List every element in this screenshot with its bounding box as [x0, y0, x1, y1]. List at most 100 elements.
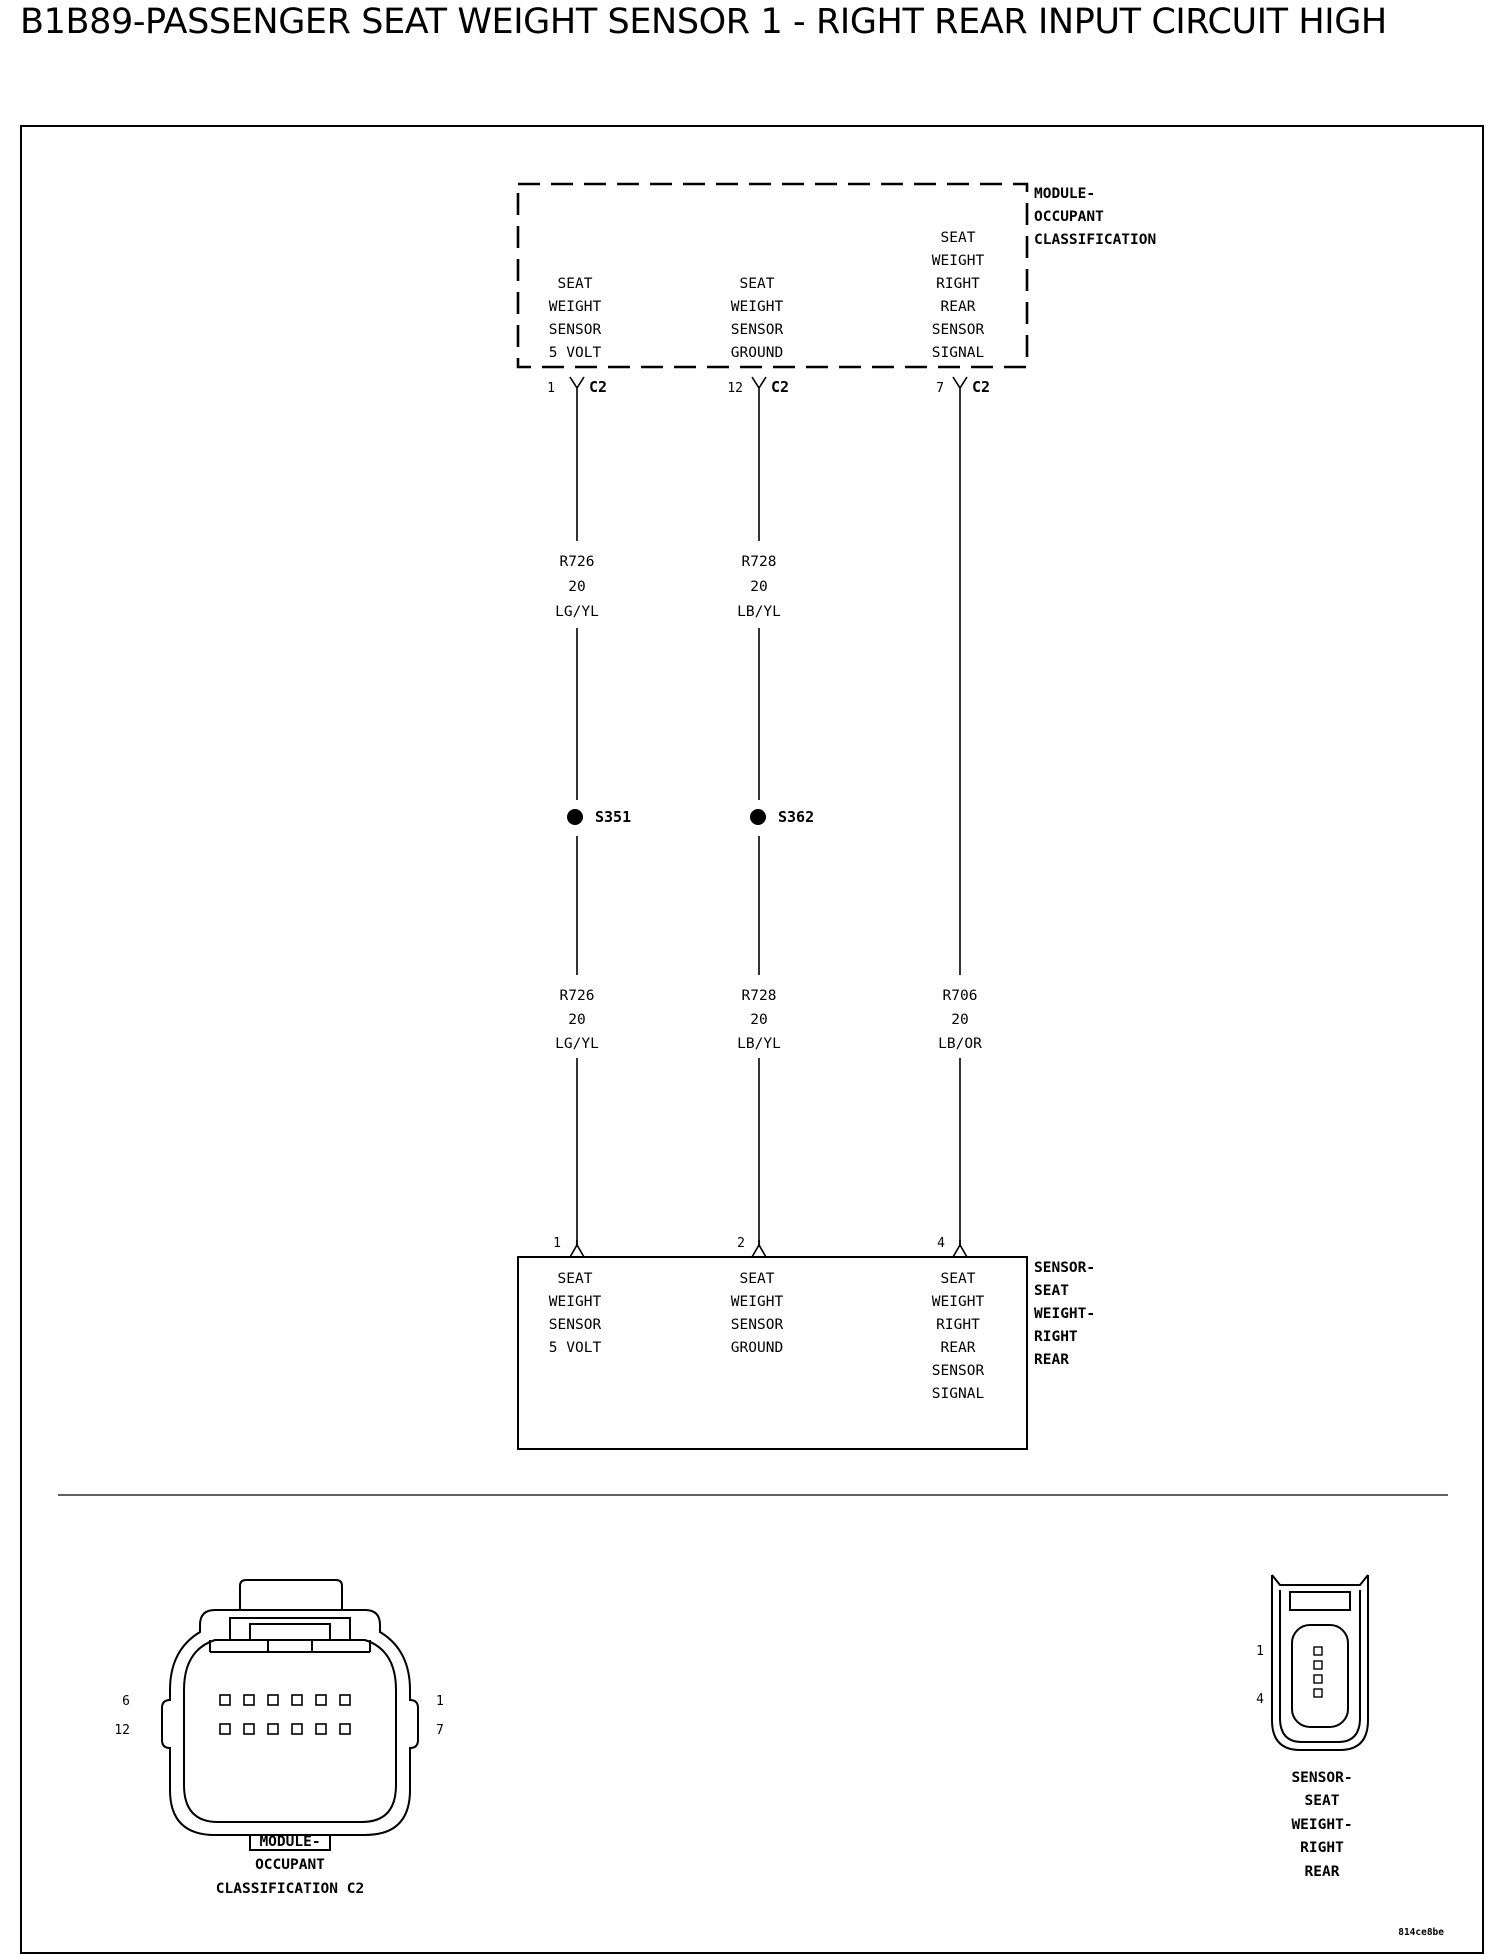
pin-cavity — [1313, 1688, 1323, 1698]
pin-cavity — [219, 1723, 231, 1735]
sensor-caption-line: RIGHT — [1300, 1840, 1344, 1856]
pin-cavity — [315, 1723, 327, 1735]
module-pin-label: 5 VOLT — [549, 345, 602, 361]
wire-label: R728 — [742, 554, 777, 570]
wire-label: R726 — [560, 554, 595, 570]
wire-label: LB/YL — [737, 1036, 781, 1052]
sensor-caption-line: SEAT — [1305, 1793, 1340, 1809]
wire-label: 20 — [951, 1012, 968, 1028]
sensor-caption-line: WEIGHT- — [1291, 1817, 1352, 1833]
module-pin-label: WEIGHT — [549, 299, 602, 315]
pin-cavity — [315, 1694, 327, 1706]
pin-cavity — [267, 1723, 279, 1735]
sensor-connector-view — [1271, 1574, 1369, 1751]
sensor-pin-label: GROUND — [731, 1340, 783, 1356]
sensor-name-line: RIGHT — [1034, 1329, 1078, 1345]
bottom-tab — [249, 1835, 331, 1851]
sensor-pin-label: WEIGHT — [549, 1294, 602, 1310]
module-pin-label: WEIGHT — [731, 299, 784, 315]
lock-detail — [229, 1617, 351, 1641]
sensor-terminal-symbol — [569, 1240, 585, 1258]
c2-pin-label-7: 7 — [436, 1723, 444, 1738]
module-name-line: CLASSIFICATION — [1034, 232, 1156, 248]
pin-cavity — [291, 1694, 303, 1706]
wire-label: LG/YL — [555, 604, 599, 620]
wire-label: R728 — [742, 988, 777, 1004]
sensor-pin-label: SENSOR — [731, 1317, 784, 1333]
pin-cavity — [243, 1694, 255, 1706]
module-name-line: MODULE- — [1034, 186, 1095, 202]
module-connector-id: C2 — [589, 378, 607, 396]
sensor-caption-line: REAR — [1305, 1864, 1340, 1880]
module-terminal-symbol — [952, 376, 968, 396]
sensor-top-edge — [1271, 1574, 1369, 1586]
wire-label: 20 — [568, 1012, 585, 1028]
pin-cavity-row — [219, 1723, 351, 1735]
sensor-face — [1291, 1624, 1349, 1728]
sensor-name-line: REAR — [1034, 1352, 1069, 1368]
module-pin-number: 12 — [727, 381, 743, 396]
latch-tab — [239, 1579, 343, 1610]
module-pin-label: WEIGHT — [932, 253, 985, 269]
pin-cavity — [267, 1694, 279, 1706]
c2-pin-label-12: 12 — [114, 1723, 130, 1738]
sensor-pin-label: SEAT — [941, 1271, 976, 1287]
connector-body-inner — [183, 1639, 397, 1823]
sensor-view-pin-label-4: 4 — [1256, 1692, 1264, 1707]
wire-label: R706 — [943, 988, 978, 1004]
module-name-line: OCCUPANT — [1034, 209, 1104, 225]
module-pin-label: SENSOR — [932, 322, 985, 338]
sensor-body-inner — [1279, 1590, 1361, 1743]
sensor-pin-label: 5 VOLT — [549, 1340, 602, 1356]
sensor-caption-line: SENSOR- — [1291, 1770, 1352, 1786]
wire-label: 20 — [568, 579, 585, 595]
splice-dot — [567, 809, 583, 825]
wire-label: LB/YL — [737, 604, 781, 620]
sensor-pin-label: SIGNAL — [932, 1386, 985, 1402]
pin-cavity-row — [219, 1694, 351, 1706]
figure-id: 814ce8be — [1398, 1927, 1444, 1938]
module-connector-id: C2 — [771, 378, 789, 396]
sensor-pin-label: SENSOR — [932, 1363, 985, 1379]
page-title: B1B89-PASSENGER SEAT WEIGHT SENSOR 1 - R… — [20, 2, 1387, 42]
sensor-pin-label: WEIGHT — [731, 1294, 784, 1310]
module-name-label: MODULE- OCCUPANT CLASSIFICATION — [1034, 186, 1156, 248]
pin-cavity — [243, 1723, 255, 1735]
module-pin-number: 7 — [936, 381, 944, 396]
sensor-name-line: SENSOR- — [1034, 1260, 1095, 1276]
wire-label: R726 — [560, 988, 595, 1004]
sensor-name-line: WEIGHT- — [1034, 1306, 1095, 1322]
c2-caption-line: MODULE- — [259, 1834, 320, 1850]
pin-cavity — [219, 1694, 231, 1706]
module-pin-label: RIGHT — [936, 276, 980, 292]
sensor-pin-label: SEAT — [740, 1271, 775, 1287]
sensor-terminal-symbol — [751, 1240, 767, 1258]
module-terminal-symbol — [751, 376, 767, 396]
module-pin-number: 1 — [547, 381, 555, 396]
c2-pin-label-1: 1 — [436, 1694, 444, 1709]
pin-cavity — [339, 1694, 351, 1706]
wire-label: LG/YL — [555, 1036, 599, 1052]
sensor-latch — [1289, 1591, 1351, 1611]
module-connector-id: C2 — [972, 378, 990, 396]
module-pin-label: SEAT — [941, 230, 976, 246]
c2-caption-line: OCCUPANT — [255, 1857, 325, 1873]
splice-label: S362 — [778, 808, 814, 826]
module-terminal-symbol — [569, 376, 585, 396]
sensor-name-label: SENSOR- SEAT WEIGHT- RIGHT REAR — [1034, 1260, 1095, 1368]
module-pin-label: SENSOR — [731, 322, 784, 338]
c2-caption-line: CLASSIFICATION C2 — [216, 1881, 364, 1897]
sensor-pin-number: 4 — [937, 1236, 945, 1251]
wire-label: 20 — [750, 579, 767, 595]
sensor-pin-number: 1 — [553, 1236, 561, 1251]
wire-label: LB/OR — [938, 1036, 982, 1052]
sensor-pin-cavities — [1313, 1646, 1323, 1698]
sensor-pin-label: RIGHT — [936, 1317, 980, 1333]
c2-pin-label-6: 6 — [122, 1694, 130, 1709]
module-pin-label: REAR — [941, 299, 976, 315]
sensor-pin-label: SEAT — [558, 1271, 593, 1287]
module-pin-label: GROUND — [731, 345, 783, 361]
pin-cavity — [339, 1723, 351, 1735]
lock-detail — [267, 1639, 313, 1653]
sensor-view-pin-label-1: 1 — [1256, 1644, 1264, 1659]
